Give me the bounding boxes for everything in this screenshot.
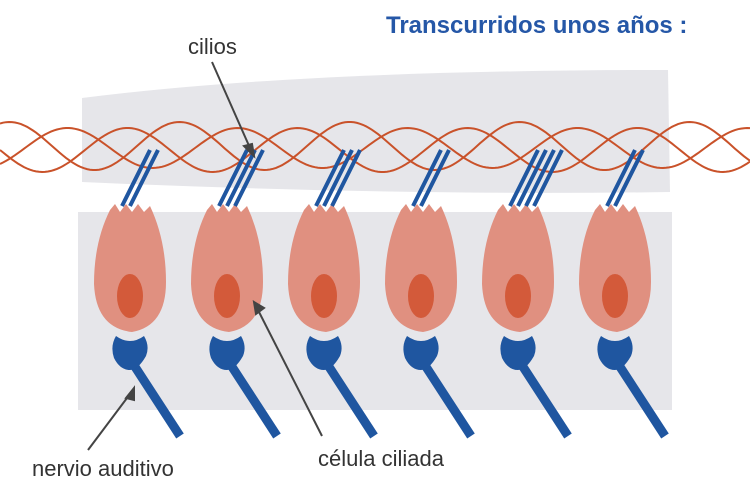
- cell-body: [191, 204, 263, 332]
- hair-cell-row: [94, 149, 669, 439]
- cilium: [217, 149, 249, 207]
- cell-nucleus: [408, 274, 434, 318]
- hair-cell: [94, 149, 184, 439]
- nerve-fiber: [124, 353, 184, 439]
- nerve-ending: [597, 336, 633, 370]
- hair-cell: [482, 149, 572, 439]
- cilium: [233, 149, 265, 207]
- cilios-pointer: [211, 61, 251, 149]
- nerve-ending: [403, 336, 439, 370]
- cell-nucleus: [117, 274, 143, 318]
- nerve-ending: [112, 336, 148, 370]
- cilium: [605, 149, 637, 207]
- celula-pointer: [257, 309, 323, 437]
- cell-nucleus: [602, 274, 628, 318]
- hair-cell: [385, 149, 475, 439]
- celula-arrowhead: [252, 300, 266, 316]
- cilium: [613, 149, 645, 207]
- sound-waves: [0, 120, 750, 174]
- cell-body: [579, 204, 651, 332]
- cilium: [516, 149, 548, 207]
- cell-body: [94, 204, 166, 332]
- nerve-fiber: [221, 353, 281, 439]
- nerve-fiber: [318, 353, 378, 439]
- cilium: [330, 149, 362, 207]
- nerve-fiber: [415, 353, 475, 439]
- cilium: [128, 149, 160, 207]
- cilium: [411, 149, 443, 207]
- cilium: [120, 149, 152, 207]
- sound-wave-2: [0, 126, 750, 170]
- basilar-membrane: [78, 212, 672, 410]
- sound-wave-1: [0, 126, 750, 174]
- nervio-arrowhead: [124, 385, 135, 402]
- nerve-ending: [500, 336, 536, 370]
- cell-nucleus: [311, 274, 337, 318]
- cell-body: [288, 204, 360, 332]
- cell-body: [482, 204, 554, 332]
- page-title: Transcurridos unos años :: [386, 12, 688, 39]
- cilium: [419, 149, 451, 207]
- cilium: [314, 149, 346, 207]
- nerve-fiber: [609, 353, 669, 439]
- nerve-fiber: [512, 353, 572, 439]
- cilios-arrowhead: [242, 142, 256, 159]
- hair-cell: [579, 149, 669, 439]
- cilium: [532, 149, 564, 207]
- celula-ciliada-label: célula ciliada: [318, 446, 444, 471]
- hair-cell: [288, 149, 378, 439]
- nervio-pointer: [87, 393, 131, 451]
- cilios-label: cilios: [188, 34, 237, 59]
- cilium: [508, 149, 540, 207]
- cell-nucleus: [505, 274, 531, 318]
- hair-cell: [191, 149, 281, 439]
- nervio-auditivo-label: nervio auditivo: [32, 456, 174, 481]
- cell-nucleus: [214, 274, 240, 318]
- label-pointers: [87, 61, 323, 451]
- cilium: [524, 149, 556, 207]
- nerve-ending: [209, 336, 245, 370]
- cilium: [322, 149, 354, 207]
- sound-wave-3: [0, 120, 750, 172]
- cilium: [225, 149, 257, 207]
- nerve-ending: [306, 336, 342, 370]
- cell-body: [385, 204, 457, 332]
